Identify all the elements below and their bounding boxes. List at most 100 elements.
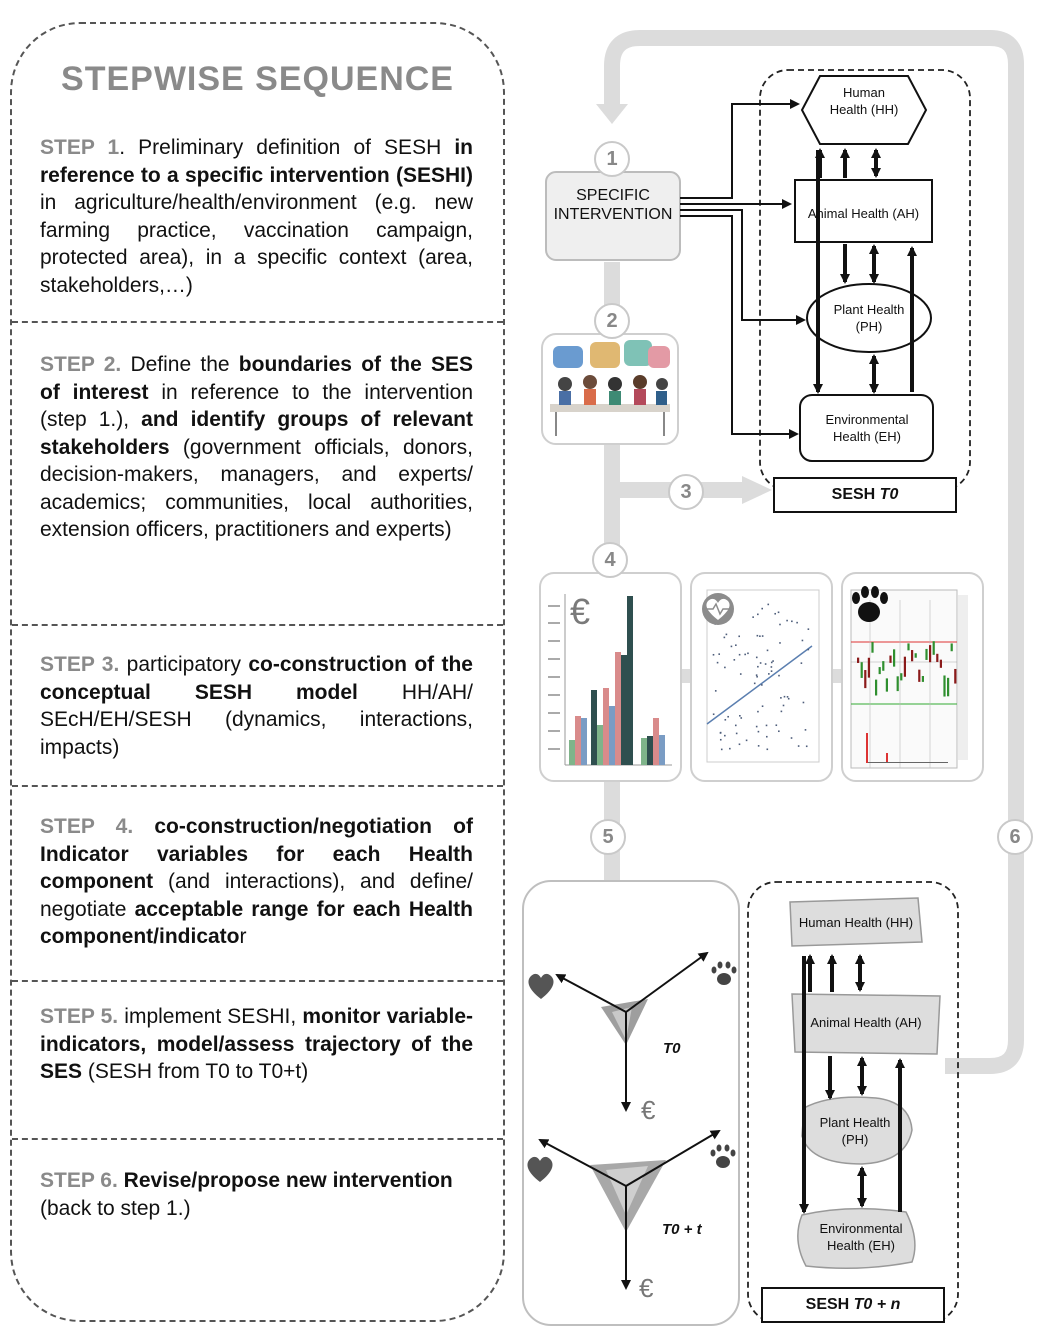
candlestick <box>889 656 891 663</box>
scatter-point <box>715 690 717 692</box>
scatter-point <box>767 650 769 652</box>
scatter-point <box>718 653 720 655</box>
scatter-point <box>713 713 715 715</box>
candlestick <box>915 653 917 657</box>
candlestick <box>951 643 953 651</box>
scatter-point <box>780 697 782 699</box>
scatter-point <box>735 725 737 727</box>
scatter-point <box>768 673 770 675</box>
scatter-point <box>803 702 805 704</box>
step-number-badge-1: 1 <box>594 141 630 177</box>
step-number-badge-4: 4 <box>592 542 628 578</box>
scatter-point <box>713 654 715 656</box>
scatter-point <box>744 654 746 656</box>
scatter-point <box>786 620 788 622</box>
candlestick <box>897 676 899 691</box>
scatter-point <box>767 604 769 606</box>
candlestick <box>864 670 866 688</box>
scatter-point <box>740 673 742 675</box>
scatter-point <box>752 616 754 618</box>
environmental-health-label-t0: Environmental Health (EH) <box>806 411 928 445</box>
candlestick <box>900 673 902 680</box>
step-number-badge-3: 3 <box>668 474 704 510</box>
candlestick <box>933 641 935 655</box>
trajectory-panel <box>523 881 739 1325</box>
scatter-point <box>762 635 764 637</box>
scatter-point <box>772 660 774 662</box>
scatter-point <box>771 662 773 664</box>
scatter-point <box>791 620 793 622</box>
human-health-label-t0n: Human Health (HH) <box>792 914 920 931</box>
scatter-point <box>758 731 760 733</box>
scatter-point <box>735 644 737 646</box>
candlestick <box>922 676 924 682</box>
scatter-point <box>808 649 810 651</box>
candlestick <box>954 669 956 684</box>
scatter-point <box>779 642 781 644</box>
scatter-point <box>757 614 759 616</box>
candlestick <box>868 658 870 678</box>
candlestick <box>947 678 949 696</box>
candlestick <box>857 658 859 663</box>
scatter-point <box>765 663 767 665</box>
scatter-point <box>729 748 731 750</box>
candlestick <box>879 667 881 674</box>
t0-label: T0 <box>663 1040 681 1057</box>
scatter-point <box>739 654 741 656</box>
scatter-point <box>771 670 773 672</box>
scatter-point <box>779 624 781 626</box>
scatter-point <box>757 666 759 668</box>
candlestick <box>882 661 884 671</box>
scatter-point <box>761 608 763 610</box>
t0-t-label: T0 + t <box>662 1221 703 1238</box>
scatter-point <box>781 711 783 713</box>
candlestick <box>929 645 931 662</box>
plant-health-label-t0: Plant Health (PH) <box>826 301 912 335</box>
scatter-point <box>720 739 722 741</box>
euro-icon-t0: € <box>641 1095 656 1125</box>
euro-icon-thumbnail: € <box>570 591 590 632</box>
scatter-point <box>758 745 760 747</box>
candlestick <box>907 643 909 650</box>
step-number-badge-2: 2 <box>594 303 630 339</box>
candlestick <box>886 678 888 691</box>
scatter-point <box>778 675 780 677</box>
scatter-point <box>757 711 759 713</box>
candlestick <box>918 670 920 682</box>
scatter-point <box>805 729 807 731</box>
scatter-point <box>724 637 726 639</box>
scatter-point <box>798 745 800 747</box>
animal-health-label-t0n: Animal Health (AH) <box>796 1014 936 1031</box>
scatter-point <box>791 737 793 739</box>
scatter-point <box>796 622 798 624</box>
candlestick <box>893 649 895 666</box>
scatter-point <box>808 628 810 630</box>
scatter-point <box>739 715 741 717</box>
animal-health-label-t0: Animal Health (AH) <box>797 205 930 222</box>
environmental-health-label-t0n: Environmental Health (EH) <box>806 1220 916 1254</box>
candlestick <box>943 675 945 696</box>
scatter-point <box>774 613 776 615</box>
candlestick <box>936 654 938 662</box>
candlestick <box>875 680 877 696</box>
scatter-point <box>762 705 764 707</box>
scatter-point <box>761 684 763 686</box>
specific-intervention-label: SPECIFIC INTERVENTION <box>548 186 678 224</box>
scatter-point <box>724 667 726 669</box>
scatter-point <box>740 717 742 719</box>
candlestick <box>904 657 906 677</box>
scatter-point <box>736 733 738 735</box>
scatter-point <box>757 635 759 637</box>
scatter-point <box>756 674 758 676</box>
step-number-badge-5: 5 <box>590 819 626 855</box>
scatter-point <box>747 653 749 655</box>
scatter-point <box>746 740 748 742</box>
candlestick <box>911 650 913 661</box>
scatter-point <box>754 683 756 685</box>
scatter-point <box>721 749 723 751</box>
scatter-point <box>784 696 786 698</box>
scatter-point <box>738 636 740 638</box>
scatter-point <box>767 748 769 750</box>
scatter-point <box>766 725 768 727</box>
scatter-point <box>778 611 780 613</box>
